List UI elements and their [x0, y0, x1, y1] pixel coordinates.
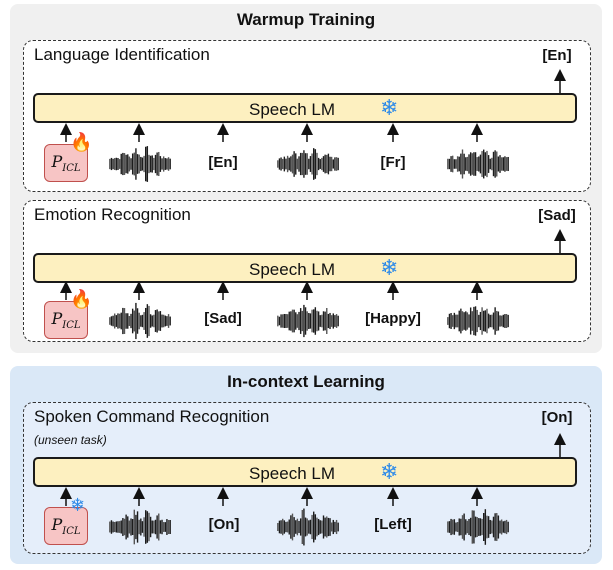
prompt-subscript: ICL: [62, 320, 81, 332]
waveform-svg: [447, 149, 509, 179]
panel-language-identification: Language Identification [En] Speech LM ❄…: [23, 40, 591, 192]
fire-icon: 🔥: [70, 289, 93, 309]
arrows: [60, 69, 566, 142]
fire-icon: 🔥: [70, 132, 93, 152]
audio-waveform: [109, 507, 171, 552]
waveform-svg: [109, 509, 171, 545]
output-label: [Sad]: [538, 207, 576, 224]
input-label: [Sad]: [204, 310, 242, 327]
audio-waveform: [109, 301, 171, 346]
input-label: [Happy]: [365, 310, 421, 327]
in-context-learning-section: In-context Learning Spoken Command Recog…: [10, 366, 602, 564]
arrows: [60, 433, 566, 506]
speech-lm-label: Speech LM: [249, 464, 335, 483]
prompt-subscript: ICL: [62, 163, 81, 175]
waveform-svg: [277, 304, 339, 338]
panel-title: Spoken Command Recognition: [34, 407, 270, 426]
panel-title: Emotion Recognition: [34, 205, 191, 224]
input-label: [On]: [208, 516, 240, 533]
panel-spoken-command-recognition: Spoken Command Recognition (unseen task)…: [23, 402, 591, 554]
speech-lm-block: Speech LM ❄: [33, 253, 577, 283]
prompt-symbol: P: [51, 515, 63, 534]
panel-subtitle: (unseen task): [34, 433, 107, 447]
audio-waveform: [277, 144, 339, 189]
audio-waveform: [277, 301, 339, 346]
input-label: [Left]: [374, 516, 412, 533]
speech-lm-block: Speech LM ❄: [33, 457, 577, 487]
prompt-icl-box: PICL: [44, 144, 88, 182]
prompt-icl-box: PICL: [44, 507, 88, 545]
audio-waveform: [447, 507, 509, 552]
panel-emotion-recognition: Emotion Recognition [Sad] Speech LM ❄ PI…: [23, 200, 591, 342]
snowflake-icon: ❄: [70, 495, 86, 515]
output-label: [En]: [542, 47, 572, 64]
audio-waveform: [447, 301, 509, 346]
speech-lm-block: Speech LM ❄: [33, 93, 577, 123]
output-label: [On]: [541, 409, 573, 426]
waveform-svg: [109, 146, 171, 182]
waveform-svg: [109, 302, 171, 340]
audio-waveform: [277, 507, 339, 552]
waveform-svg: [277, 508, 339, 546]
prompt-symbol: P: [51, 309, 63, 328]
snowflake-icon: ❄: [380, 95, 399, 120]
prompt-symbol: P: [51, 152, 63, 171]
speech-lm-label: Speech LM: [249, 100, 335, 119]
speech-lm-label: Speech LM: [249, 260, 335, 279]
waveform-svg: [447, 306, 509, 336]
waveform-svg: [277, 148, 339, 180]
prompt-icl-box: PICL: [44, 301, 88, 339]
input-label: [Fr]: [380, 154, 406, 171]
prompt-subscript: ICL: [62, 526, 81, 538]
audio-waveform: [447, 144, 509, 189]
warmup-training-section: Warmup Training Language Identification …: [10, 4, 602, 353]
audio-waveform: [109, 144, 171, 189]
snowflake-icon: ❄: [380, 255, 399, 280]
input-label: [En]: [208, 154, 238, 171]
section-title-warmup: Warmup Training: [236, 10, 376, 29]
panel-title: Language Identification: [34, 45, 210, 64]
waveform-svg: [447, 509, 509, 545]
arrows: [60, 229, 566, 300]
snowflake-icon: ❄: [380, 459, 399, 484]
section-title-icl: In-context Learning: [227, 372, 385, 391]
